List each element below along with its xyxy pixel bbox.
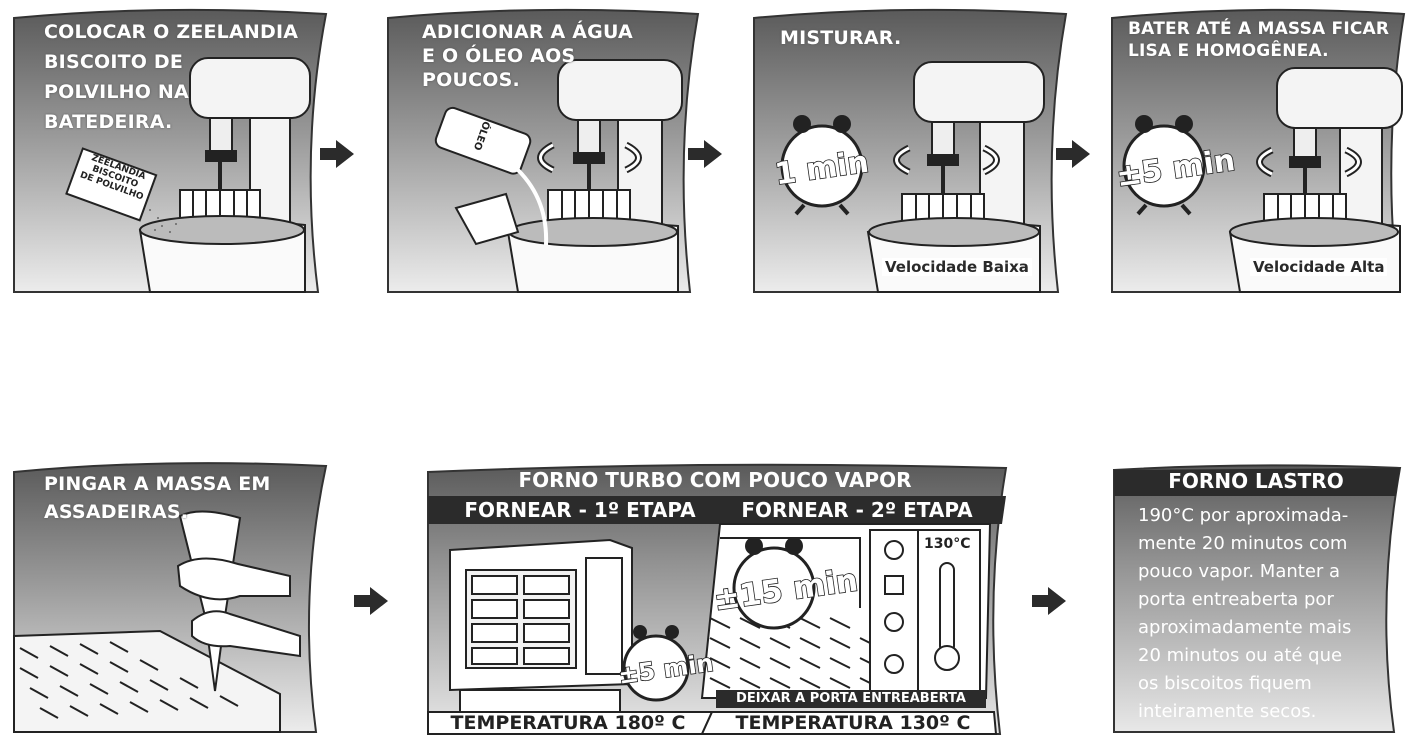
lastro-text-line: aproximadamente mais	[1138, 617, 1352, 638]
caption-line: POLVILHO NA	[44, 81, 189, 103]
step-2-illustration	[387, 8, 700, 293]
caption-line: PINGAR A MASSA EM	[44, 473, 271, 495]
forno-lastro-background	[1113, 464, 1402, 733]
step-1-caption: COLOCAR O ZEELANDIA BISCOITO DE POLVILHO…	[44, 20, 298, 134]
door-note: DEIXAR A PORTA ENTREABERTA	[736, 691, 966, 706]
caption-line: COLOCAR O ZEELANDIA	[44, 21, 299, 43]
forno-lastro-title: FORNO LASTRO	[1168, 469, 1344, 493]
lastro-text-line: inteiramente secos.	[1138, 701, 1317, 722]
lastro-text-line: os biscoitos fiquem	[1138, 673, 1312, 694]
caption-line: POUCOS.	[422, 69, 520, 91]
arrow-right-icon	[688, 140, 722, 168]
speed-label: Velocidade Baixa	[882, 258, 1032, 276]
step-4-panel: ±5 min BATER ATÉ A MASSA FICAR LISA E HO…	[1102, 0, 1407, 300]
step-3-panel: 1 min MISTURAR. Velocidade Baixa	[744, 0, 1074, 300]
caption-line: BISCOITO DE	[44, 51, 184, 73]
step-5-caption: PINGAR A MASSA EM ASSADEIRAS.	[44, 472, 271, 524]
forno-turbo-illustration: ±5 min ±15 min	[427, 463, 1008, 735]
stage-2-header: FORNEAR - 2º ETAPA	[741, 498, 973, 522]
thermometer-label: 130°C	[924, 536, 971, 552]
forno-turbo-title: FORNO TURBO COM POUCO VAPOR	[518, 468, 912, 492]
lastro-text-line: 20 minutos ou até que	[1138, 645, 1343, 666]
step-2-panel: ADICIONAR A ÁGUA E O ÓLEO AOS POUCOS. ÓL…	[378, 0, 708, 300]
step-3-illustration: 1 min	[753, 8, 1068, 293]
lastro-text-line: porta entreaberta por	[1138, 589, 1334, 610]
step-4-caption: BATER ATÉ A MASSA FICAR LISA E HOMOGÊNEA…	[1128, 18, 1389, 62]
lastro-text-line: mente 20 minutos com	[1138, 533, 1348, 554]
caption-line: BATEDEIRA.	[44, 111, 173, 133]
caption-line: BATER ATÉ A MASSA FICAR	[1128, 19, 1390, 39]
step-2-caption: ADICIONAR A ÁGUA E O ÓLEO AOS POUCOS.	[422, 20, 633, 92]
step-5-panel: PINGAR A MASSA EM ASSADEIRAS.	[0, 456, 330, 737]
forno-lastro-text: 190°C por aproximada- mente 20 minutos c…	[1138, 502, 1382, 726]
caption-line: ASSADEIRAS.	[44, 501, 189, 523]
step-1-panel: COLOCAR O ZEELANDIA BISCOITO DE POLVILHO…	[0, 0, 330, 300]
step-5-illustration	[13, 462, 328, 733]
speed-label: Velocidade Alta	[1250, 258, 1388, 276]
arrow-right-icon	[320, 140, 354, 168]
step-1-illustration	[13, 8, 328, 293]
forno-lastro-panel: FORNO LASTRO 190°C por aproximada- mente…	[1104, 462, 1407, 737]
stage-1-header: FORNEAR - 1º ETAPA	[464, 498, 696, 522]
arrow-right-icon	[1032, 587, 1066, 615]
forno-turbo-panel: ±5 min ±15 min FORNO TURBO COM POUCO VAP…	[420, 458, 1010, 737]
temperature-stage-1: TEMPERATURA 180º C	[450, 712, 686, 734]
caption-line: ADICIONAR A ÁGUA	[422, 21, 633, 43]
caption-line: E O ÓLEO AOS	[422, 45, 576, 67]
lastro-text-line: 190°C por aproximada-	[1138, 505, 1349, 526]
caption-line: MISTURAR.	[780, 27, 902, 49]
step-3-caption: MISTURAR.	[780, 26, 901, 50]
temperature-stage-2: TEMPERATURA 130º C	[735, 712, 971, 734]
arrow-right-icon	[1056, 140, 1090, 168]
caption-line: LISA E HOMOGÊNEA.	[1128, 41, 1329, 61]
lastro-text-line: pouco vapor. Manter a	[1138, 561, 1341, 582]
arrow-right-icon	[354, 587, 388, 615]
